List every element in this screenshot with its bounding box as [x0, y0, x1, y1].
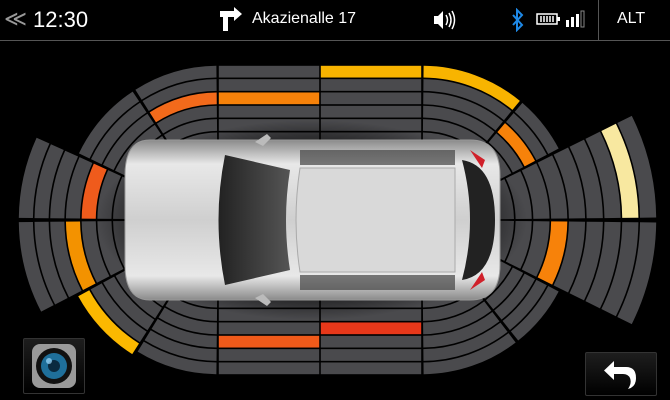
sensor-band: [137, 341, 217, 375]
sensor-band: [494, 273, 536, 320]
sensor-band: [218, 349, 320, 361]
sensor-band: [423, 92, 503, 131]
sensor-band: [488, 133, 524, 173]
camera-button[interactable]: [23, 338, 85, 394]
sensor-zone-rear-right-side-upper: [489, 115, 657, 220]
sensor-band: [151, 318, 217, 348]
sensor-band-active: [65, 221, 96, 290]
divider: [598, 0, 599, 40]
sensor-band: [423, 322, 508, 361]
sensor-band: [34, 144, 64, 219]
back-button[interactable]: [585, 352, 657, 396]
status-bar: ≪ 12:30 Akazienalle 17 ALT: [0, 0, 670, 41]
signal-icon: [566, 10, 585, 28]
sensor-band-active: [537, 221, 568, 285]
street-name: Akazienalle 17: [252, 10, 357, 27]
sensor-zone-front-left-corner-a: [135, 65, 218, 156]
sensor-band: [514, 102, 559, 154]
sensor-band: [218, 79, 320, 91]
sensor-band: [423, 311, 500, 348]
sensor-band: [521, 221, 550, 277]
sensor-band: [34, 221, 68, 305]
sensor-band-active: [81, 163, 107, 219]
sensor-band: [423, 301, 492, 335]
sensor-band: [553, 221, 586, 293]
sensor-band: [502, 279, 547, 331]
clock: 12:30: [33, 7, 89, 32]
sensor-band: [144, 330, 217, 361]
bluetooth-icon: [512, 8, 524, 32]
sensor-band: [90, 102, 147, 165]
return-arrow-icon: [604, 361, 636, 389]
sensor-band: [506, 113, 547, 161]
sensor-band: [18, 137, 50, 219]
battery-icon: [536, 13, 560, 25]
sensor-band-active: [601, 123, 639, 218]
sensor-band: [90, 283, 147, 343]
sensor-band: [158, 307, 217, 335]
sensor-band-active: [218, 335, 320, 348]
sensor-band: [510, 286, 559, 341]
sensor-band-active: [78, 290, 139, 355]
sensor-band: [218, 322, 320, 335]
turn-right-icon: [220, 7, 242, 31]
sensor-band: [320, 362, 422, 375]
sensor-band-active: [423, 65, 520, 110]
sensor-band-active: [218, 92, 320, 105]
sensor-band: [423, 105, 495, 141]
sensor-band-active: [320, 65, 422, 78]
sensor-band: [81, 221, 110, 283]
sensor-band-active: [320, 322, 422, 335]
sensor-band: [165, 296, 218, 321]
sensor-band: [320, 92, 422, 105]
sensor-band: [50, 221, 82, 298]
camera-lens-icon: [32, 344, 76, 388]
sensor-band: [102, 113, 154, 170]
sensor-band: [617, 115, 657, 218]
sensor-band: [320, 349, 422, 361]
sensor-band: [569, 139, 603, 219]
sensor-band: [617, 222, 657, 325]
sensor-band-active: [497, 123, 536, 167]
sensor-band: [569, 221, 603, 301]
sensor-band: [585, 131, 621, 219]
sensor-band: [585, 221, 621, 309]
volume-icon[interactable]: [432, 8, 460, 32]
windshield: [218, 155, 290, 285]
sensor-band: [320, 79, 422, 91]
sensor-band: [78, 91, 140, 159]
sensor-band: [320, 105, 422, 118]
sensor-band: [156, 105, 217, 134]
sensor-band: [553, 147, 586, 219]
sensor-band: [521, 163, 550, 219]
alt-button[interactable]: ALT: [617, 10, 646, 27]
sensor-band: [218, 362, 320, 375]
car: [97, 120, 527, 320]
sensor-band: [423, 79, 512, 121]
sensor-band: [218, 105, 320, 118]
sensor-band: [163, 119, 218, 145]
sensor-band: [135, 65, 217, 100]
back-chevron-icon[interactable]: ≪: [4, 6, 28, 31]
sensor-band: [218, 65, 320, 78]
sensor-band: [142, 79, 217, 111]
sensor-band: [50, 150, 79, 219]
sensor-band: [103, 276, 155, 331]
sensor-band: [485, 267, 524, 310]
sensor-band: [423, 333, 516, 375]
sensor-band: [18, 221, 54, 312]
sensor-band: [65, 157, 93, 219]
sensor-band-active: [149, 92, 217, 123]
sensor-band: [601, 222, 639, 317]
parking-sensor-display: [18, 65, 657, 375]
sensor-band: [320, 335, 422, 348]
sensor-band: [537, 155, 568, 219]
